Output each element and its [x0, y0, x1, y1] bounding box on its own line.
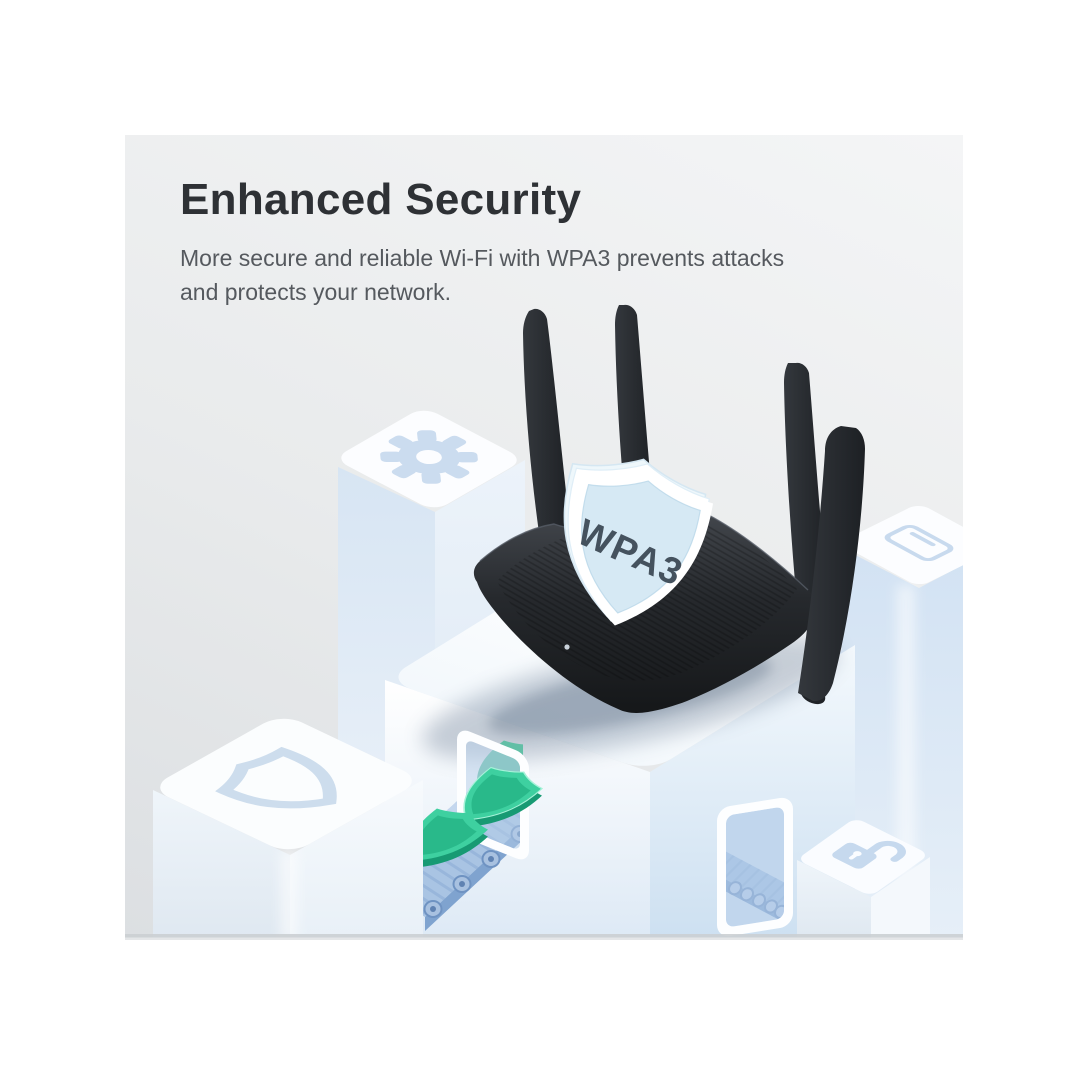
router-led: [564, 644, 570, 650]
padlock-icon: [832, 840, 906, 869]
portal-frame-right: [717, 797, 793, 937]
shield-cube-left-face: [153, 790, 290, 940]
shield-cube-top-face: [160, 718, 412, 850]
page-title: Enhanced Security: [180, 175, 582, 224]
hero-copy: Enhanced Security More secure and reliab…: [180, 175, 784, 309]
shield-cube-edge-glow: [281, 851, 297, 940]
floor-line: [125, 934, 963, 940]
padlock-cube: [797, 820, 930, 940]
conveyor-right-rollers: [728, 881, 784, 919]
router-antenna-4: [798, 426, 865, 702]
padlock-cube-right-face: [871, 857, 930, 940]
padlock-cube-left-face: [797, 860, 871, 940]
gear-icon: [380, 430, 478, 484]
conveyor-left-side: [425, 825, 523, 931]
conveyor-right-belt-stripes: [726, 851, 784, 911]
portal-right-glass: [726, 807, 784, 927]
shield-cube-right-face: [290, 780, 423, 940]
credit-card-icon: [884, 524, 954, 562]
conveyor-right: [717, 797, 793, 937]
page-description: More secure and reliable Wi-Fi with WPA3…: [180, 241, 784, 309]
router-antenna-1: [523, 308, 571, 537]
stage-background: Enhanced Security More secure and reliab…: [125, 135, 963, 940]
page-description-line2: and protects your network.: [180, 278, 452, 305]
card-block-top-face: [843, 505, 963, 585]
shield-cube: [153, 718, 423, 940]
portal-frame-left: [457, 730, 529, 860]
page-description-line1: More secure and reliable Wi-Fi with WPA3…: [180, 244, 785, 271]
isometric-scene: WPA3: [125, 304, 963, 940]
wpa3-shield-badge: WPA3: [539, 443, 719, 641]
